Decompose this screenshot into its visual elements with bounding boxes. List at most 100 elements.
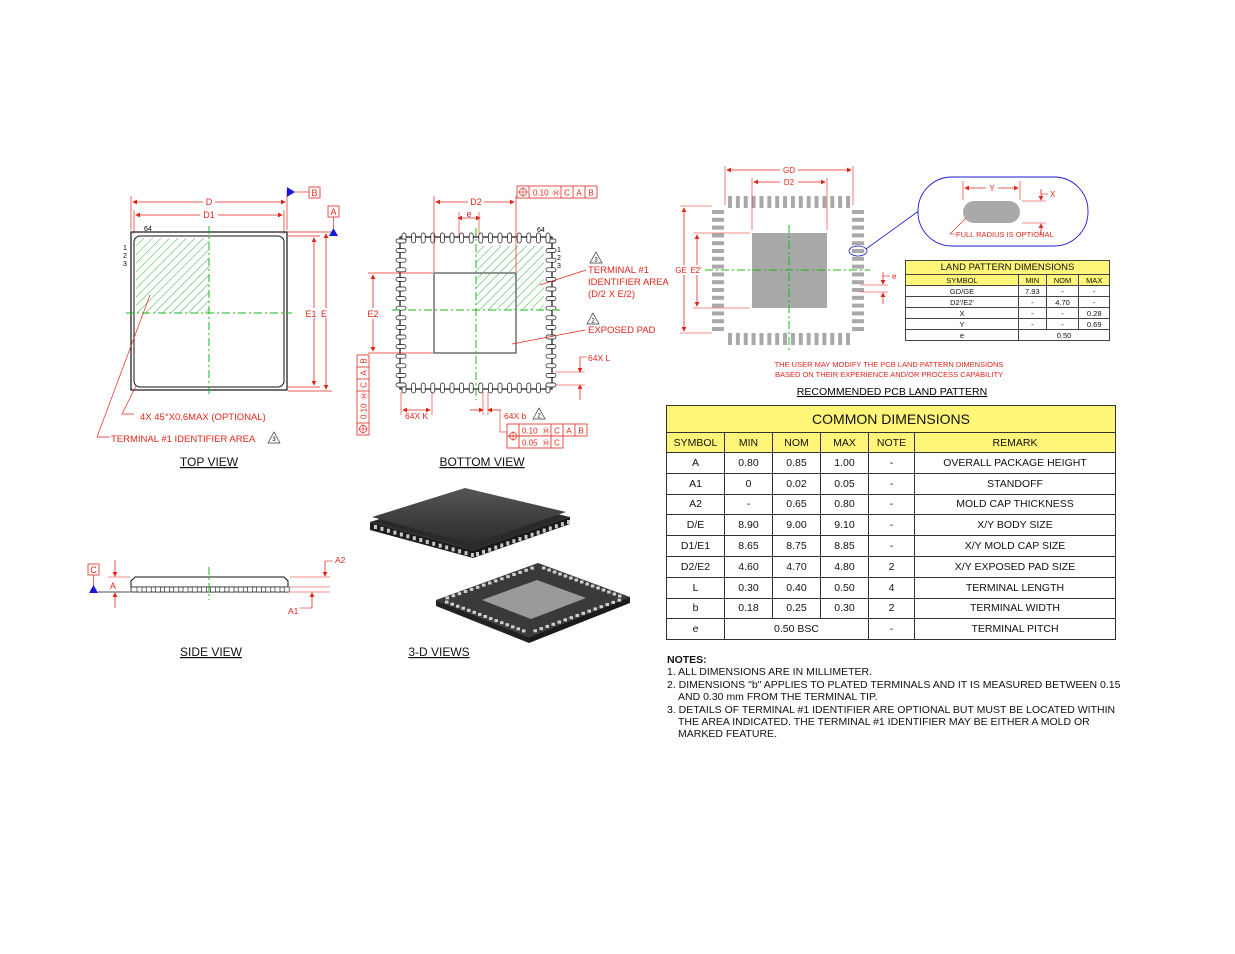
chip-3d-terminal [456, 604, 460, 608]
land-pad [846, 333, 850, 345]
land-pad [852, 303, 864, 308]
chip-3d-terminal [451, 547, 455, 552]
land-pad [852, 327, 864, 331]
cell: MOLD CAP THICKNESS [914, 493, 1116, 516]
cell: - [868, 514, 915, 537]
cell: TERMINAL LENGTH [914, 576, 1116, 599]
land-cell: 4.70 [1045, 296, 1080, 308]
bottom-terminal [536, 232, 541, 244]
bottom-terminal [516, 232, 522, 244]
chip-3d-terminal [450, 602, 454, 606]
land-pad [767, 333, 772, 345]
header-note: NOTE [868, 432, 915, 453]
side-view-caption: SIDE VIEW [180, 645, 243, 659]
land-dim-gd: GD [783, 166, 795, 175]
land-cell: Y [905, 318, 1019, 330]
side-terminal [136, 586, 143, 593]
land-header-max: MAX [1078, 274, 1110, 286]
bottom-terminal [545, 344, 557, 349]
bottom-terminal [395, 286, 407, 292]
chip-3d-terminal [580, 580, 584, 584]
bottom-terminal [395, 344, 407, 349]
bottom-terminal [395, 238, 407, 244]
pin-3-label: 3 [123, 261, 127, 268]
bottom-terminal [545, 325, 557, 330]
top-view: D D1 E1 E B A 64 1 2 3 4X 45°X0.6MAX (OP… [96, 186, 340, 469]
chip-3d-terminal [476, 552, 479, 556]
land-pad [712, 295, 724, 300]
chip-3d-terminal [432, 541, 436, 546]
land-pad [767, 196, 772, 208]
land-pad [712, 272, 724, 277]
side-terminal [191, 586, 198, 593]
side-terminal [265, 586, 272, 593]
exposed-pad-label: EXPOSED PAD [588, 325, 656, 336]
land-pad [751, 196, 756, 208]
bottom-terminal [536, 382, 541, 394]
header-max: MAX [820, 432, 869, 453]
land-pad [712, 319, 724, 324]
land-pattern-caption: RECOMMENDED PCB LAND PATTERN [797, 386, 987, 398]
cell: X/Y EXPOSED PAD SIZE [914, 555, 1116, 578]
note-item: 2. DIMENSIONS "b" APPLIES TO PLATED TERM… [667, 678, 1121, 704]
bottom-terminal [545, 363, 557, 369]
chip-3d-terminal [489, 617, 493, 621]
land-pad [798, 196, 803, 208]
chip-3d-terminal [512, 539, 516, 544]
dim-a2-side: A2 [335, 555, 346, 565]
land-pad [852, 288, 864, 292]
bottom-terminal [545, 315, 557, 321]
land-row: Y--0.69 [905, 318, 1110, 330]
bottom-terminal [440, 232, 445, 244]
land-dim-d2: D2 [784, 178, 795, 187]
bottom-terminal [395, 257, 407, 263]
chip-3d-terminal [481, 583, 486, 587]
land-pad [712, 327, 724, 331]
cell: TERMINAL PITCH [914, 618, 1116, 641]
cell: 0.30 [820, 597, 869, 620]
bottom-terminal [497, 232, 503, 244]
land-pad [790, 196, 795, 208]
side-terminal [283, 586, 290, 593]
chip-3d-terminal [518, 537, 522, 542]
land-pad [806, 333, 811, 345]
land-pads [712, 196, 864, 345]
chip-3d-terminal [374, 525, 377, 529]
land-dim-e: e [892, 272, 897, 281]
bottom-view-caption: BOTTOM VIEW [439, 455, 525, 469]
land-pad [830, 333, 835, 345]
chip-3d-terminal [386, 528, 390, 533]
side-terminal [145, 586, 152, 593]
cell: 8.75 [772, 535, 821, 557]
tol-left-value: 0.10 [360, 403, 369, 419]
chip-3d-terminal [445, 545, 449, 550]
bottom-terminal [395, 373, 407, 378]
pin-1-label: 1 [123, 245, 127, 252]
chip-3d-terminal [536, 530, 540, 535]
tol-left-b: B [360, 358, 369, 363]
chip-3d-terminal [547, 568, 551, 572]
cell: 1.00 [820, 452, 869, 474]
side-terminals [136, 586, 290, 593]
land-cell: 0.28 [1078, 307, 1110, 319]
tol-left-a: A [360, 370, 369, 376]
land-cell: X [905, 307, 1019, 319]
chip-3d-terminal [542, 528, 546, 533]
land-pad [775, 196, 780, 208]
cell: 8.65 [724, 535, 773, 557]
chip-3d-terminal [469, 587, 474, 591]
bottom-terminal [516, 382, 522, 394]
bottom-terminal [545, 232, 551, 244]
cell: - [868, 452, 915, 474]
land-pad [852, 210, 864, 214]
common-dimensions-table: COMMON DIMENSIONS SYMBOL MIN NOM MAX NOT… [666, 405, 1116, 641]
chip-3d-terminal [607, 590, 611, 594]
chip-3d-terminal [438, 543, 442, 548]
chip-3d-terminal [457, 592, 462, 596]
side-terminal [182, 586, 189, 593]
land-pad [852, 295, 864, 300]
land-header-min: MIN [1018, 274, 1047, 286]
mmc-icon: Ⓜ [361, 393, 369, 400]
cell: A1 [666, 472, 725, 495]
